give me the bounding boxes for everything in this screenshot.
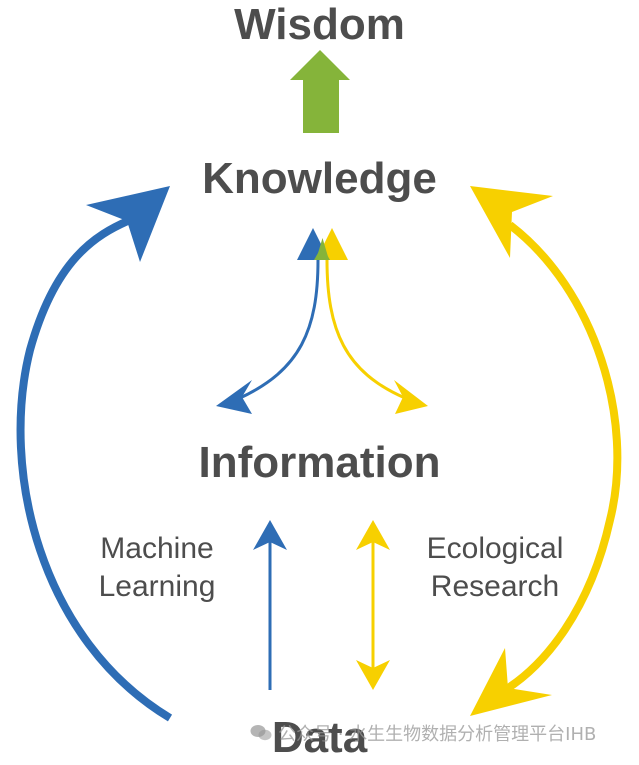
data-label: Data <box>271 713 368 762</box>
machine-learning-label: Machine Learning <box>72 530 242 606</box>
machine-learning-line-2: Learning <box>98 570 216 603</box>
yellow-vertical-arrow <box>356 520 390 690</box>
blue-vertical-arrow <box>253 520 287 690</box>
ecological-research-label: Ecological Research <box>400 530 590 606</box>
yellow-branch-arrow <box>325 259 428 414</box>
machine-learning-line-1: Machine <box>100 532 214 565</box>
ecological-research-line-1: Ecological <box>426 532 564 565</box>
wisdom-label: Wisdom <box>234 0 405 49</box>
watermark: 公众号 · 水生生物数据分析管理平台IHB <box>250 720 630 746</box>
yellow-outer-arc <box>470 186 622 716</box>
knowledge-junction <box>297 228 348 260</box>
blue-branch-arrow <box>216 259 320 414</box>
wechat-icon <box>250 725 272 741</box>
wisdom-arrow <box>290 50 350 133</box>
ecological-research-line-2: Research <box>430 570 560 603</box>
watermark-text: 公众号 · 水生生物数据分析管理平台IHB <box>278 724 597 745</box>
knowledge-label: Knowledge <box>202 154 437 203</box>
information-label: Information <box>198 438 441 487</box>
blue-outer-arc <box>16 186 173 722</box>
